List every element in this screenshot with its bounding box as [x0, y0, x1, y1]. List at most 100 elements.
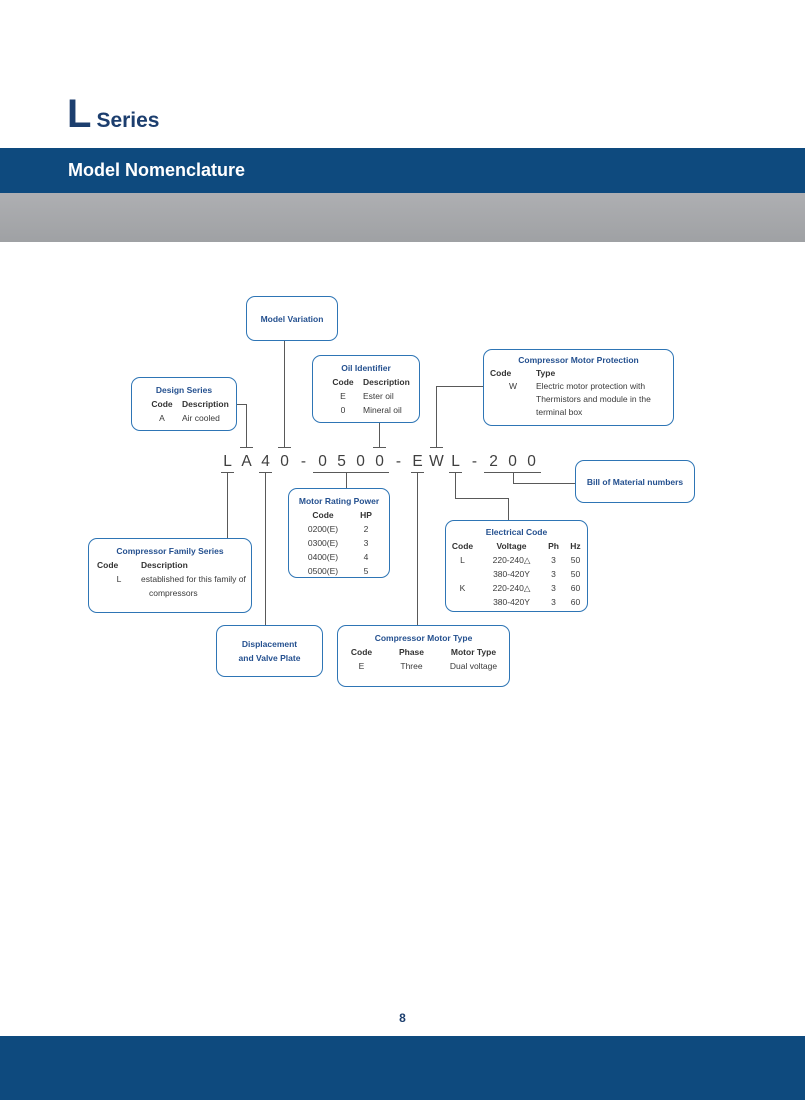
series-word: Series — [96, 109, 160, 132]
column-header: Code — [451, 541, 474, 551]
compressor-motor-type-box: Compressor Motor Type Code Phase Motor T… — [337, 625, 510, 687]
model-code-char: E — [412, 453, 423, 470]
column-header: Description — [182, 399, 229, 409]
compressor-family-series-title: Compressor Family Series — [116, 546, 224, 556]
column-header: Code — [332, 377, 354, 387]
connector-bill — [513, 483, 575, 484]
table-cell: 0300(E) — [307, 538, 339, 548]
connector-design-series-tick — [240, 447, 253, 448]
connector-bill-underline — [484, 472, 541, 473]
column-header: HP — [360, 510, 372, 520]
table-cell: L — [116, 574, 122, 584]
motor-rating-power-title: Motor Rating Power — [298, 496, 380, 506]
model-code-char: 0 — [280, 453, 289, 470]
connector-motor-protection-tick — [430, 447, 443, 448]
connector-motor-rating-underline — [313, 472, 389, 473]
model-code-char: 5 — [337, 453, 346, 470]
connector-oil-identifier-tick — [373, 447, 386, 448]
connector-electrical-code — [455, 498, 509, 499]
compressor-family-series-box: Compressor Family Series Code Descriptio… — [88, 538, 252, 613]
design-series-title: Design Series — [155, 385, 213, 395]
table-cell: K — [459, 583, 466, 593]
section-title: Model Nomenclature — [68, 160, 246, 180]
table-cell: 220-240△ — [492, 583, 531, 593]
model-code-char: 0 — [318, 453, 327, 470]
design-series-box: Design Series Code Description A Air coo… — [131, 377, 237, 431]
compressor-motor-protection-title: Compressor Motor Protection — [518, 355, 639, 365]
table-cell: 3 — [551, 597, 556, 607]
connector-motor-type — [417, 472, 418, 625]
model-code-char: 0 — [356, 453, 365, 470]
column-header: Phase — [398, 647, 425, 657]
connector-displacement — [265, 472, 266, 625]
table-cell: 50 — [570, 569, 581, 579]
model-code-char: - — [300, 453, 307, 470]
column-header: Voltage — [496, 541, 527, 551]
table-cell: Mineral oil — [363, 405, 402, 415]
compressor-motor-type-title: Compressor Motor Type — [374, 633, 473, 643]
table-cell: established for this family of compresso… — [141, 574, 246, 598]
electrical-code-title: Electrical Code — [485, 527, 548, 537]
column-header: Code — [350, 647, 373, 657]
connector-motor-rating — [346, 472, 347, 488]
table-cell: 2 — [363, 524, 369, 534]
model-code-char: 4 — [261, 453, 270, 470]
table-cell: 50 — [570, 555, 581, 565]
connector-electrical-code — [508, 498, 509, 520]
connector-design-series — [246, 404, 247, 447]
table-cell: Dual voltage — [449, 661, 498, 671]
table-cell: E — [358, 661, 365, 671]
oil-identifier-title: Oil Identifier — [341, 363, 391, 373]
displacement-title-line2: and Valve Plate — [238, 653, 301, 663]
model-code-char: W — [429, 453, 444, 470]
model-code-char: - — [395, 453, 402, 470]
bill-of-material-title: Bill of Material numbers — [586, 476, 684, 487]
page-title: L Series — [67, 94, 160, 134]
table-cell: 3 — [363, 538, 369, 548]
oil-identifier-box: Oil Identifier Code Description E Ester … — [312, 355, 420, 423]
displacement-title-line1: Displacement — [241, 639, 298, 649]
table-cell — [446, 567, 480, 581]
table-cell — [446, 595, 480, 609]
table-cell: 220-240△ — [492, 555, 531, 565]
table-cell: 0200(E) — [307, 524, 339, 534]
connector-design-series — [237, 404, 247, 405]
model-variation-title: Model Variation — [260, 313, 324, 324]
model-code: L A 4 0 - 0 5 0 0 - E W L - 2 0 0 — [218, 452, 541, 472]
model-code-char: - — [471, 453, 478, 470]
electrical-code-box: Electrical Code Code Voltage Ph Hz L 220… — [445, 520, 588, 612]
model-code-char: L — [223, 453, 232, 470]
model-code-char: 0 — [527, 453, 536, 470]
displacement-valve-plate-box: Displacement and Valve Plate — [216, 625, 323, 677]
table-cell: 4 — [363, 552, 369, 562]
connector-motor-protection — [436, 386, 437, 447]
table-cell: Ester oil — [363, 391, 394, 401]
connector-motor-protection — [437, 386, 483, 387]
connector-oil-identifier — [379, 423, 380, 447]
model-code-char: A — [241, 453, 252, 470]
table-cell: A — [159, 413, 165, 423]
table-cell: E — [340, 391, 346, 401]
table-cell: 3 — [551, 569, 556, 579]
table-cell: L — [460, 555, 465, 565]
column-header: Description — [363, 377, 410, 387]
connector-model-variation-tick — [278, 447, 291, 448]
table-cell: 60 — [570, 583, 581, 593]
table-cell: Electric motor protection with Thermisto… — [536, 381, 651, 417]
model-code-char: L — [451, 453, 460, 470]
model-code-char: 0 — [508, 453, 517, 470]
table-cell: 380-420Y — [493, 569, 530, 579]
column-header: Code — [151, 399, 173, 409]
table-cell: 5 — [363, 566, 369, 576]
column-header: Code — [490, 368, 512, 378]
connector-bill — [513, 472, 514, 484]
model-code-char: 2 — [489, 453, 498, 470]
page-number: 8 — [399, 1011, 406, 1025]
connector-model-variation — [284, 341, 285, 447]
table-cell: 3 — [551, 583, 556, 593]
column-header: Hz — [570, 541, 581, 551]
footer-band — [0, 1036, 805, 1100]
compressor-motor-protection-box: Compressor Motor Protection Code Type W … — [483, 349, 674, 426]
gray-divider-band — [0, 193, 805, 242]
